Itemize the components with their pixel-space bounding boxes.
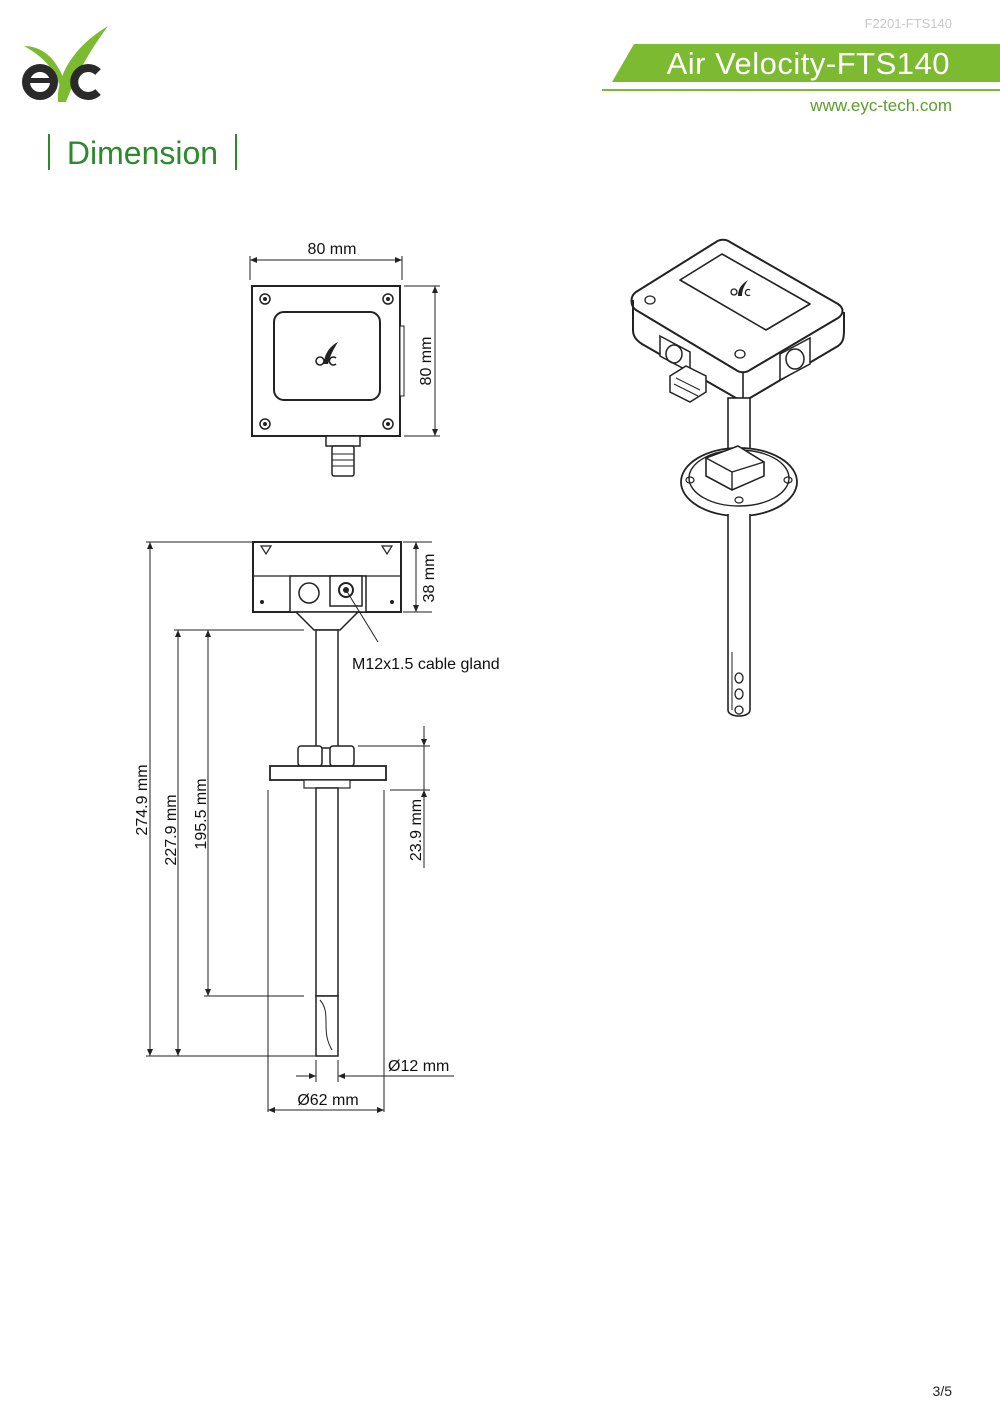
dim-total-length: 274.9 mm	[134, 764, 151, 835]
product-isometric-illustration	[630, 238, 845, 717]
page-number: 3/5	[932, 1383, 952, 1399]
small-logo-icon	[730, 280, 751, 297]
dim-flange-diameter: Ø62 mm	[297, 1092, 358, 1109]
cable-gland-label: M12x1.5 cable gland	[352, 656, 500, 673]
dim-length-2: 227.9 mm	[163, 794, 180, 865]
document-code: F2201-FTS140	[864, 16, 952, 31]
title-divider	[234, 134, 237, 170]
dim-probe-diameter: Ø12 mm	[388, 1058, 449, 1075]
dim-width-top: 80 mm	[308, 241, 357, 258]
small-logo-icon	[315, 342, 338, 366]
title-underline	[602, 89, 1000, 91]
website-link[interactable]: www.eyc-tech.com	[810, 96, 952, 115]
dim-height-top: 80 mm	[418, 337, 435, 386]
dim-flange-height: 23.9 mm	[408, 799, 425, 861]
section-title-text: Dimension	[66, 135, 219, 171]
eyc-logo	[22, 26, 108, 102]
title-banner	[612, 44, 1000, 82]
top-view-drawing: 80 mm 80 mm	[249, 241, 440, 477]
product-title: Air Velocity-FTS140	[666, 46, 950, 81]
title-divider	[48, 134, 50, 170]
side-view-drawing: 274.9 mm 227.9 mm 195.5 mm 38 mm M12x1.5…	[134, 541, 500, 1113]
section-title: Dimension	[48, 134, 237, 172]
dim-length-3: 195.5 mm	[193, 778, 210, 849]
dim-housing-depth: 38 mm	[421, 554, 438, 603]
